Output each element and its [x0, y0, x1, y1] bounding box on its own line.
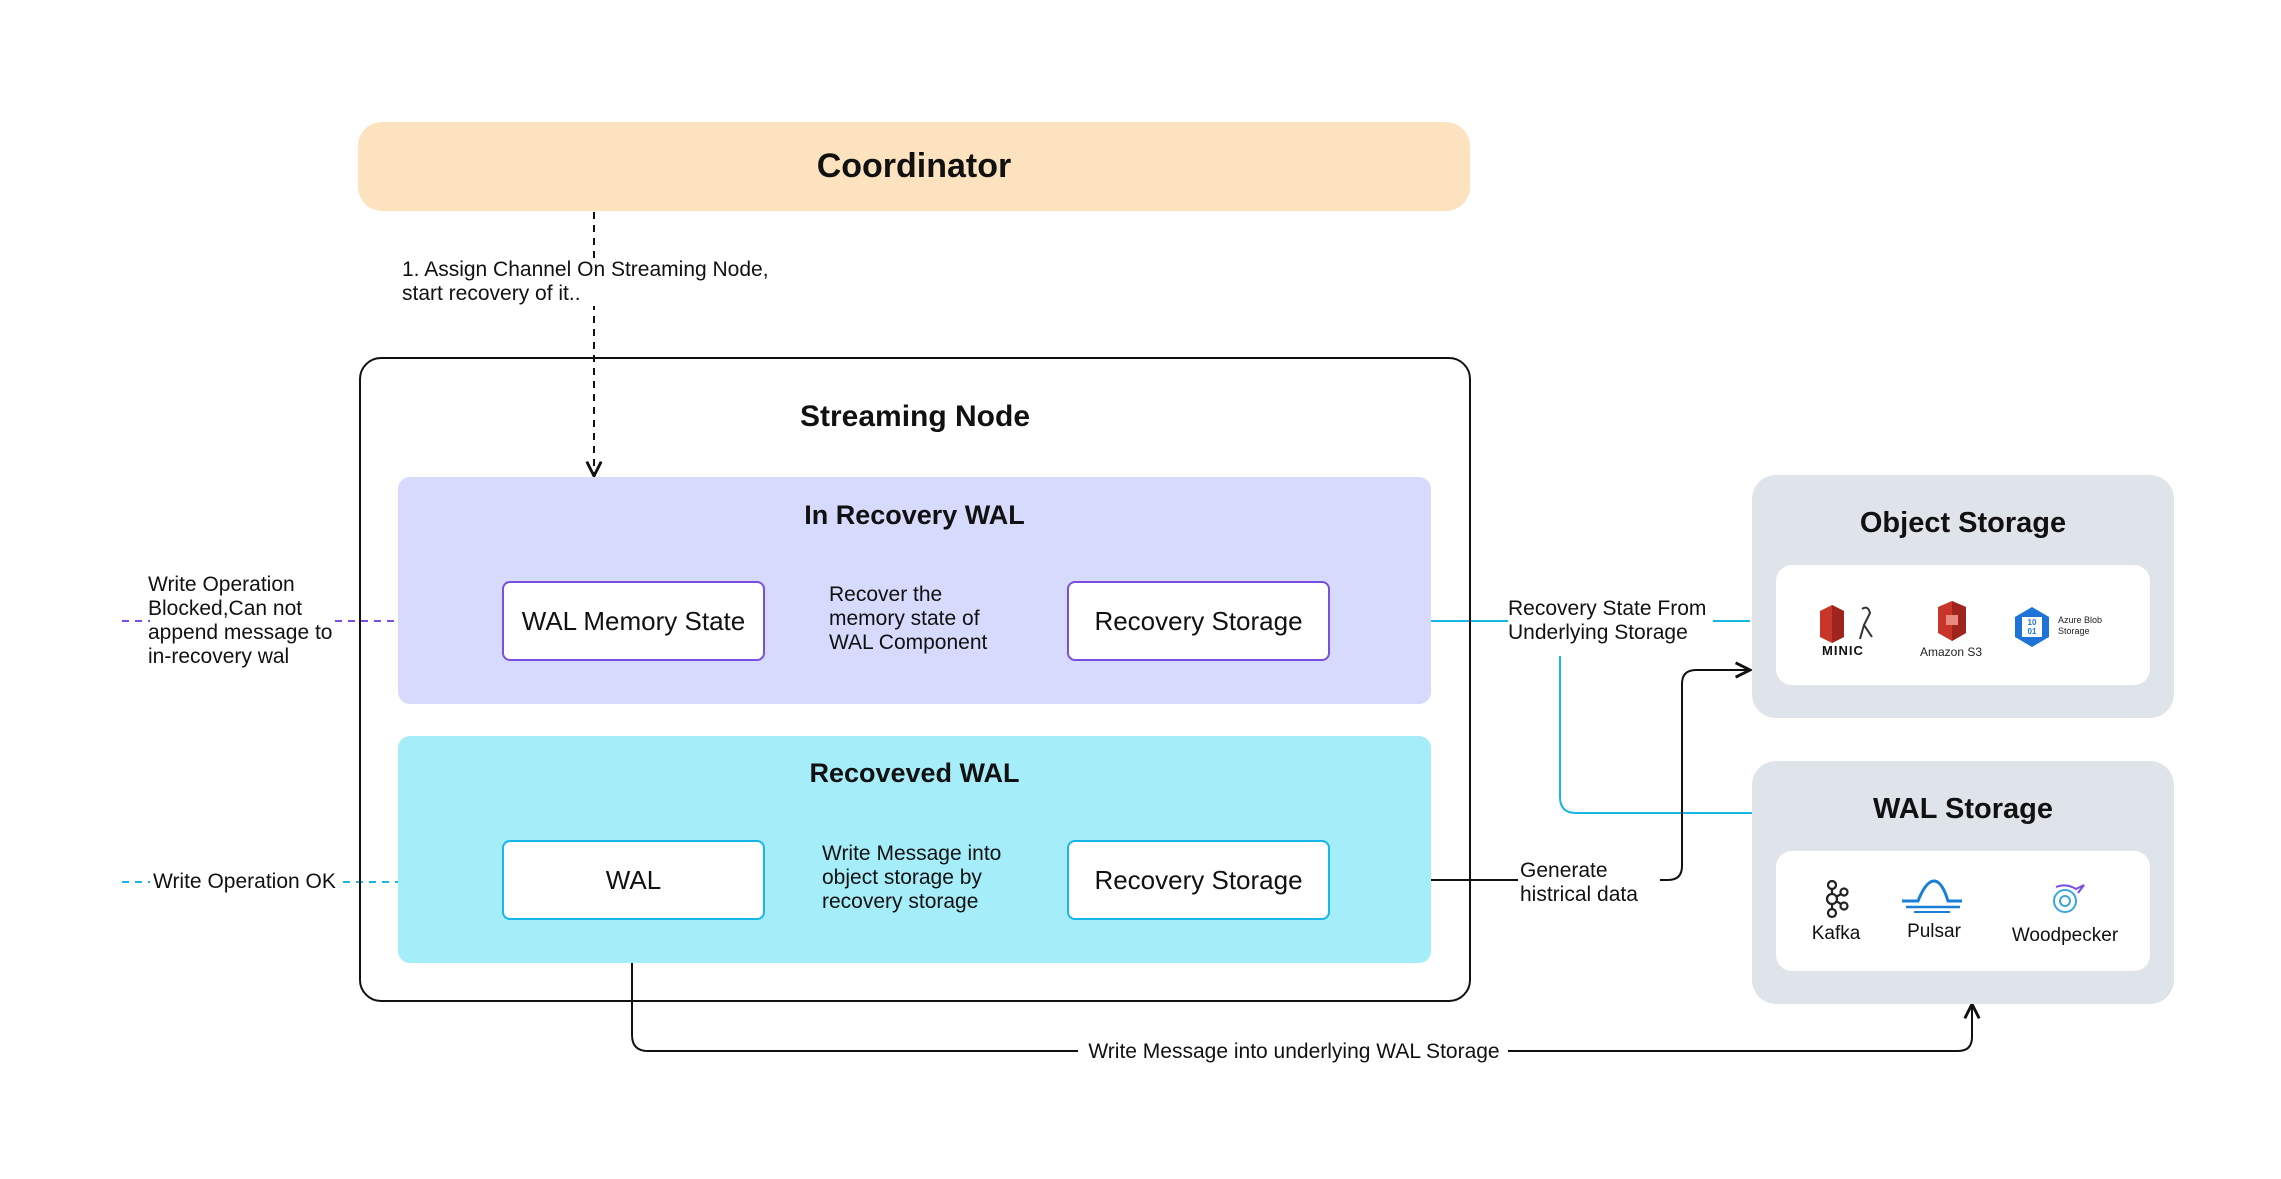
wal-storage-logos: Kafka Pulsar Woodpecker [1776, 851, 2150, 971]
recovery-storage-box-recovered: Recovery Storage [1067, 840, 1330, 920]
generate-historical-label: Generate histrical data [1520, 859, 1638, 906]
write-blocked-label: Write Operation Blocked,Can not append m… [148, 573, 333, 668]
azure-blob-glyph: 10 01 [2027, 618, 2037, 636]
wal-storage-recovery-line [1559, 656, 1752, 814]
coordinator-box: Coordinator [358, 122, 1470, 211]
write-ok-label: Write Operation OK [153, 870, 336, 893]
woodpecker-logo: Woodpecker [2000, 877, 2130, 947]
minio-caption: MINIC [1822, 643, 1864, 658]
pulsar-caption: Pulsar [1907, 921, 1961, 942]
azure-blob-caption: Azure Blob Storage [2058, 615, 2103, 636]
kafka-icon [1825, 879, 1849, 919]
recovery-state-label: Recovery State From Underlying Storage [1508, 597, 1713, 645]
amazon-s3-caption: Amazon S3 [1919, 645, 1983, 659]
object-storage-title: Object Storage [1859, 507, 2067, 539]
woodpecker-icon [2053, 884, 2085, 913]
pulsar-icon [1902, 879, 1962, 913]
azure-blob-logo: 10 01 Azure Blob Storage [2010, 605, 2120, 649]
amazon-s3-logo: Amazon S3 [1916, 601, 1986, 661]
recovery-storage-label-in-recovery: Recovery Storage [1094, 605, 1303, 636]
wal-memory-state-box: WAL Memory State [502, 581, 765, 661]
s3-bucket-icon [1938, 601, 1966, 641]
kafka-logo: Kafka [1806, 879, 1866, 949]
wal-label: WAL [605, 864, 662, 895]
assign-channel-label: 1. Assign Channel On Streaming Node, sta… [402, 258, 802, 306]
wal-box: WAL [502, 840, 765, 920]
recover-memory-label: Recover the memory state of WAL Componen… [829, 583, 988, 654]
recovery-storage-box-in-recovery: Recovery Storage [1067, 581, 1330, 661]
woodpecker-caption: Woodpecker [2011, 925, 2119, 946]
in-recovery-wal-title: In Recovery WAL [804, 500, 1025, 530]
pulsar-logo: Pulsar [1894, 877, 1974, 947]
write-object-storage-label: Write Message into object storage by rec… [822, 842, 1002, 913]
coordinator-title: Coordinator [816, 147, 1012, 185]
azure-blob-icon [2015, 607, 2049, 647]
wal-storage-title: WAL Storage [1873, 793, 2053, 825]
write-underlying-label: Write Message into underlying WAL Storag… [1080, 1040, 1508, 1064]
minio-logo: MINIC [1818, 603, 1898, 659]
object-storage-logos: MINIC Amazon S3 10 01 Azure Blob Storage [1776, 565, 2150, 685]
write-underlying-arrow [631, 920, 1972, 1052]
recovery-storage-label-recovered: Recovery Storage [1094, 864, 1303, 895]
minio-icon [1820, 605, 1873, 643]
recovered-wal-title: Recoveved WAL [809, 758, 1020, 788]
wal-memory-state-label: WAL Memory State [521, 605, 746, 636]
streaming-node-title: Streaming Node [799, 400, 1031, 433]
streaming-node-container [359, 357, 1471, 1002]
kafka-caption: Kafka [1811, 923, 1861, 944]
